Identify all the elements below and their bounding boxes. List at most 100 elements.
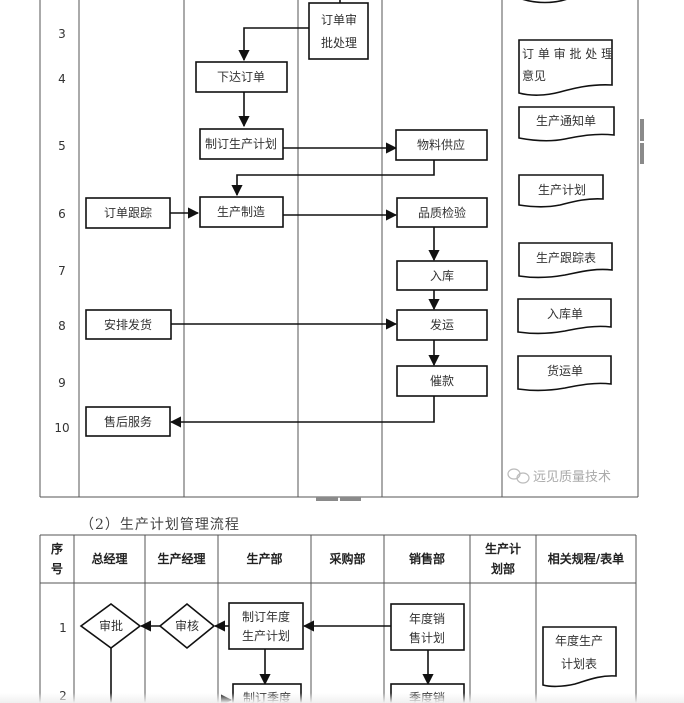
header-sales-dept: 销售部 [384, 535, 470, 583]
decision-label: 审核 [175, 618, 199, 633]
box-make-plan [199, 128, 284, 160]
connector-review-to-issue [238, 27, 310, 62]
box-label: 订单审 [321, 12, 357, 27]
row-number: 4 [58, 72, 66, 86]
row-number: 10 [54, 421, 69, 435]
header-line: 序 [50, 542, 63, 556]
doc-label: 入库单 [547, 306, 583, 321]
top-document-shapes [517, 0, 615, 392]
image-resize-handle-right[interactable] [640, 119, 644, 141]
doc-label: 年度生产 [555, 633, 603, 648]
decision-label: 审批 [99, 618, 123, 633]
row-number: 7 [58, 264, 66, 278]
box-payment-collection [396, 365, 488, 397]
box-shipping [396, 309, 488, 341]
doc-warehouse-receipt [517, 298, 612, 335]
header-line: 生产计 [484, 542, 521, 556]
box-annual-production-plan [228, 602, 304, 650]
doc-label: 订 单 审 批 处 理 [522, 46, 613, 61]
doc-label: 计划表 [561, 657, 597, 671]
image-resize-handle-bottom-right[interactable] [340, 497, 361, 501]
row-number: 5 [58, 139, 66, 153]
box-label: 催款 [430, 374, 454, 388]
doc-production-notice [518, 106, 615, 142]
top-process-labels: 订单审 批处理 下达订单 制订生产计划 物料供应 订单跟踪 生产制造 品质检验 … [104, 12, 466, 429]
header-line: 销售部 [408, 552, 445, 566]
header-line: 号 [50, 562, 63, 576]
header-seq: 序 号 [40, 535, 74, 583]
row-number: 8 [58, 319, 66, 333]
box-quality-check [396, 197, 488, 228]
box-label: 品质检验 [418, 205, 466, 220]
box-label: 生产制造 [217, 205, 265, 219]
header-production-manager: 生产经理 [145, 535, 218, 583]
header-general-manager: 总经理 [74, 535, 145, 583]
box-arrange-shipping [85, 309, 172, 340]
image-resize-handle-bottom[interactable] [316, 497, 338, 501]
doc-production-tracking [518, 242, 613, 279]
header-purchasing-dept: 采购部 [311, 535, 384, 583]
section2-row-numbers: 1 2 [59, 621, 67, 703]
box-label: 入库 [430, 268, 454, 283]
section2-decision-labels: 审批 审核 [99, 618, 199, 633]
top-connectors [169, 0, 440, 428]
header-planning-dept: 生产计 划部 [470, 535, 536, 583]
section2-title: （2）生产计划管理流程 [80, 517, 240, 533]
doc-production-plan [518, 174, 604, 208]
box-label: 售计划 [409, 630, 445, 645]
header-line: 采购部 [329, 552, 366, 566]
doc-review-opinion [518, 39, 613, 96]
row-number: 3 [58, 27, 66, 41]
top-process-boxes [85, 2, 488, 437]
header-related-forms: 相关规程/表单 [536, 535, 636, 583]
wechat-logo-icon [507, 468, 530, 484]
section2-grid [39, 534, 637, 703]
box-material-supply [395, 129, 488, 161]
doc-top-partial [522, 0, 567, 4]
watermark: 远见质量技术 [507, 468, 611, 485]
top-flowchart-grid [39, 0, 639, 498]
section2-document-shapes [542, 626, 617, 688]
header-line: 总经理 [91, 552, 128, 566]
row-number: 6 [58, 207, 66, 221]
box-issue-order [195, 61, 288, 93]
box-annual-sales-plan [390, 603, 465, 651]
top-document-labels: 订 单 审 批 处 理 意见 生产通知单 生产计划 生产跟踪表 入库单 货运单 [522, 46, 613, 378]
box-label: 物料供应 [417, 137, 465, 152]
section2-document-labels: 年度生产 计划表 [555, 633, 603, 671]
doc-annual-production-plan-table [542, 626, 617, 688]
decision-review [158, 602, 216, 650]
bottom-scroll-shadow [0, 693, 684, 703]
header-line: 生产部 [246, 552, 283, 566]
doc-label: 生产通知单 [536, 114, 596, 128]
header-line: 生产经理 [157, 552, 206, 566]
top-row-numbers: 3 4 5 6 7 8 9 10 [54, 27, 69, 435]
doc-shipping-note [517, 355, 612, 392]
box-label: 下达订单 [217, 70, 265, 84]
section2-decisions [79, 602, 216, 650]
doc-label: 生产跟踪表 [536, 251, 596, 265]
doc-label: 生产计划 [538, 183, 586, 197]
box-after-sales [85, 406, 171, 437]
box-label: 安排发货 [104, 317, 152, 332]
doc-label: 货运单 [547, 363, 583, 378]
connector-material-to-manufacture [231, 160, 435, 197]
box-order-review [308, 2, 369, 60]
box-label: 批处理 [321, 35, 357, 50]
box-label: 制订生产计划 [205, 137, 277, 151]
header-line: 相关规程/表单 [547, 552, 625, 566]
watermark-text: 远见质量技术 [533, 470, 611, 485]
header-line: 划部 [490, 562, 515, 576]
box-label: 发运 [430, 317, 454, 332]
box-manufacture [199, 196, 284, 228]
image-resize-handle-right-lower[interactable] [640, 143, 644, 164]
box-warehousing [396, 260, 488, 291]
box-label: 年度销 [409, 611, 445, 626]
box-label: 制订年度 [242, 609, 290, 624]
box-order-tracking [85, 197, 171, 229]
connector-payment-to-aftersales [169, 396, 435, 428]
row-number: 9 [58, 376, 66, 390]
box-label: 订单跟踪 [104, 206, 152, 220]
header-production-dept: 生产部 [218, 535, 311, 583]
